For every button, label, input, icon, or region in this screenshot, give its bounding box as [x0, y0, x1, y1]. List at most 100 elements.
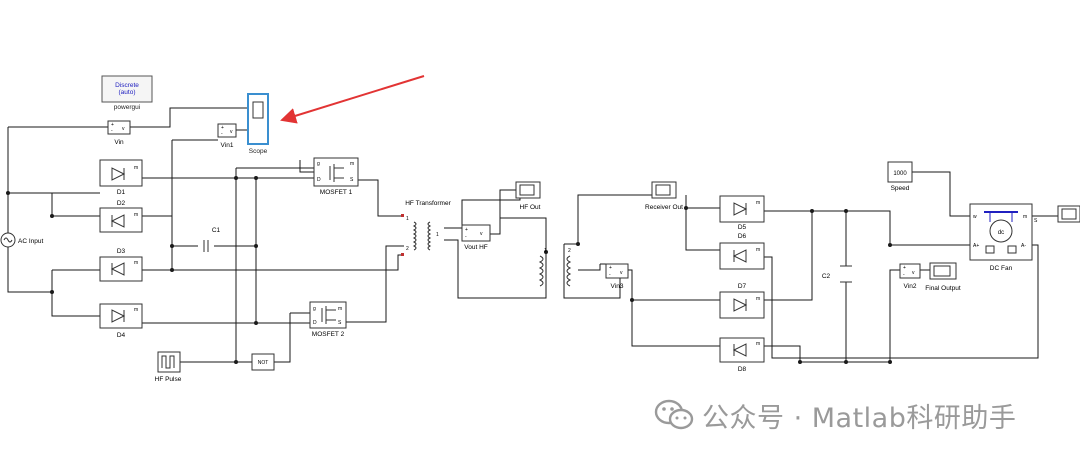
c2-label: C2	[822, 273, 831, 280]
dc-fan-w-port: w	[973, 214, 977, 220]
d1-label: D1	[117, 189, 126, 196]
powergui-mode-line1: Discrete	[115, 82, 139, 89]
vout-hf-block[interactable]: + - v Vout HF	[461, 224, 491, 251]
capacitor-c1[interactable]: C1	[203, 227, 221, 252]
vin1-plus-port: +	[221, 125, 224, 131]
mosfet1-label: MOSFET 1	[320, 189, 353, 196]
vin-plus-port: +	[111, 122, 114, 128]
d4-label: D4	[117, 332, 126, 339]
mosfet2-g-port: g	[313, 306, 316, 312]
vout-hf-minus-port: -	[465, 234, 467, 240]
speed-constant[interactable]: 1000 Speed	[887, 161, 913, 192]
vin3-minus-port: -	[609, 272, 611, 278]
d2-label: D2	[117, 200, 126, 207]
powergui-block[interactable]: Discrete (auto) powergui	[101, 75, 153, 111]
hf-pulse-block[interactable]: HF Pulse	[155, 351, 182, 383]
transformer-port-1a: 1	[406, 216, 409, 222]
vin-v-port: v	[122, 126, 125, 132]
d7-m-port: m	[756, 296, 760, 302]
vin2-block[interactable]: + - v Vin2	[899, 263, 921, 290]
vin2-v-port: v	[912, 270, 915, 276]
dc-fan-label: DC Fan	[990, 265, 1013, 272]
ac-input-label: AC Input	[18, 238, 43, 245]
coil-port-2: 2	[568, 248, 571, 254]
fan-scope[interactable]	[1057, 205, 1080, 223]
d2-m-port: m	[134, 212, 138, 218]
vin2-plus-port: +	[903, 265, 906, 271]
powergui-mode-line2: (auto)	[119, 89, 136, 96]
d5-m-port: m	[756, 200, 760, 206]
diode-d1[interactable]: m D1	[99, 159, 143, 196]
mosfet2-s-port: S	[338, 320, 342, 326]
final-output-scope[interactable]: Final Output	[925, 262, 961, 292]
scope-label: Scope	[249, 148, 268, 155]
wechat-icon	[654, 399, 694, 430]
coil-port-1: 1	[544, 248, 547, 254]
receiver-out-label: Receiver Out	[645, 204, 683, 211]
dc-fan-block[interactable]: dc w A+ m A- DC Fan	[969, 203, 1033, 272]
c1-label: C1	[212, 227, 221, 234]
dc-fan-s-output: S	[1034, 218, 1038, 224]
d3-m-port: m	[134, 260, 138, 266]
vout-hf-label: Vout HF	[464, 244, 488, 251]
junction-dots	[6, 176, 892, 364]
receiver-out-scope[interactable]: Receiver Out	[645, 181, 683, 211]
diode-d6[interactable]: m D6	[719, 233, 765, 270]
diode-d4[interactable]: m D4	[99, 303, 143, 339]
signal-wires	[7, 107, 1058, 363]
capacitor-c2[interactable]: C2	[822, 265, 852, 283]
not-gate-block[interactable]: NOT	[251, 353, 275, 371]
d4-m-port: m	[134, 307, 138, 313]
watermark-text: 公众号 · Matlab科研助手	[702, 402, 1017, 434]
hf-transformer-block[interactable]: 1 2 1 HF Transformer	[401, 200, 452, 258]
vout-hf-plus-port: +	[465, 227, 468, 233]
transformer-port-1b: 1	[436, 232, 439, 238]
mosfet1-m-port: m	[350, 161, 354, 167]
scope-block[interactable]: Scope	[247, 93, 269, 155]
d6-label: D6	[738, 233, 747, 240]
annotation-arrow	[280, 75, 425, 124]
d8-m-port: m	[756, 341, 760, 347]
speed-value: 1000	[893, 171, 907, 177]
mosfet2-label: MOSFET 2	[312, 331, 345, 338]
d8-label: D8	[738, 366, 747, 373]
not-gate-label: NOT	[258, 360, 269, 366]
watermark: 公众号 · Matlab科研助手	[654, 398, 1017, 434]
hf-out-scope[interactable]: HF Out	[515, 181, 541, 211]
vin3-label: Vin3	[611, 283, 624, 290]
diode-d2[interactable]: m D2	[99, 200, 143, 233]
vin2-label: Vin2	[904, 283, 917, 290]
mosfet2-m-port: m	[338, 306, 342, 312]
speed-label: Speed	[891, 185, 910, 192]
vin-block[interactable]: + - v Vin	[107, 120, 131, 146]
vin1-minus-port: -	[221, 131, 223, 137]
ac-input-source[interactable]: AC Input	[0, 193, 43, 292]
mosfet2-block[interactable]: g D m S MOSFET 2	[309, 301, 347, 338]
dc-motor-icon	[989, 219, 1013, 243]
d5-label: D5	[738, 224, 747, 231]
vin1-v-port: v	[230, 129, 233, 135]
coupled-coils[interactable]: 1 2	[538, 248, 572, 287]
diode-d5[interactable]: m D5	[719, 195, 765, 231]
diode-d7[interactable]: m D7	[719, 283, 765, 319]
hf-transformer-label: HF Transformer	[405, 200, 451, 207]
hf-pulse-label: HF Pulse	[155, 376, 182, 383]
mosfet1-block[interactable]: g D m S MOSFET 1	[313, 157, 359, 196]
mosfet1-d-port: D	[317, 177, 321, 183]
diode-d3[interactable]: m D3	[99, 248, 143, 282]
vin-label: Vin	[114, 139, 124, 146]
powergui-label: powergui	[114, 104, 140, 111]
mosfet1-g-port: g	[317, 161, 320, 167]
d3-label: D3	[117, 248, 126, 255]
vin3-plus-port: +	[609, 265, 612, 271]
d1-m-port: m	[134, 165, 138, 171]
vin3-v-port: v	[620, 270, 623, 276]
transformer-port-2a: 2	[406, 246, 409, 252]
final-output-label: Final Output	[925, 285, 961, 292]
d6-m-port: m	[756, 247, 760, 253]
vin3-block[interactable]: + - v Vin3	[605, 263, 629, 290]
vin2-minus-port: -	[903, 272, 905, 278]
diode-d8[interactable]: m D8	[719, 337, 765, 373]
dc-fan-a-minus-port: A-	[1021, 243, 1026, 249]
vin1-block[interactable]: + - v Vin1	[217, 123, 237, 149]
